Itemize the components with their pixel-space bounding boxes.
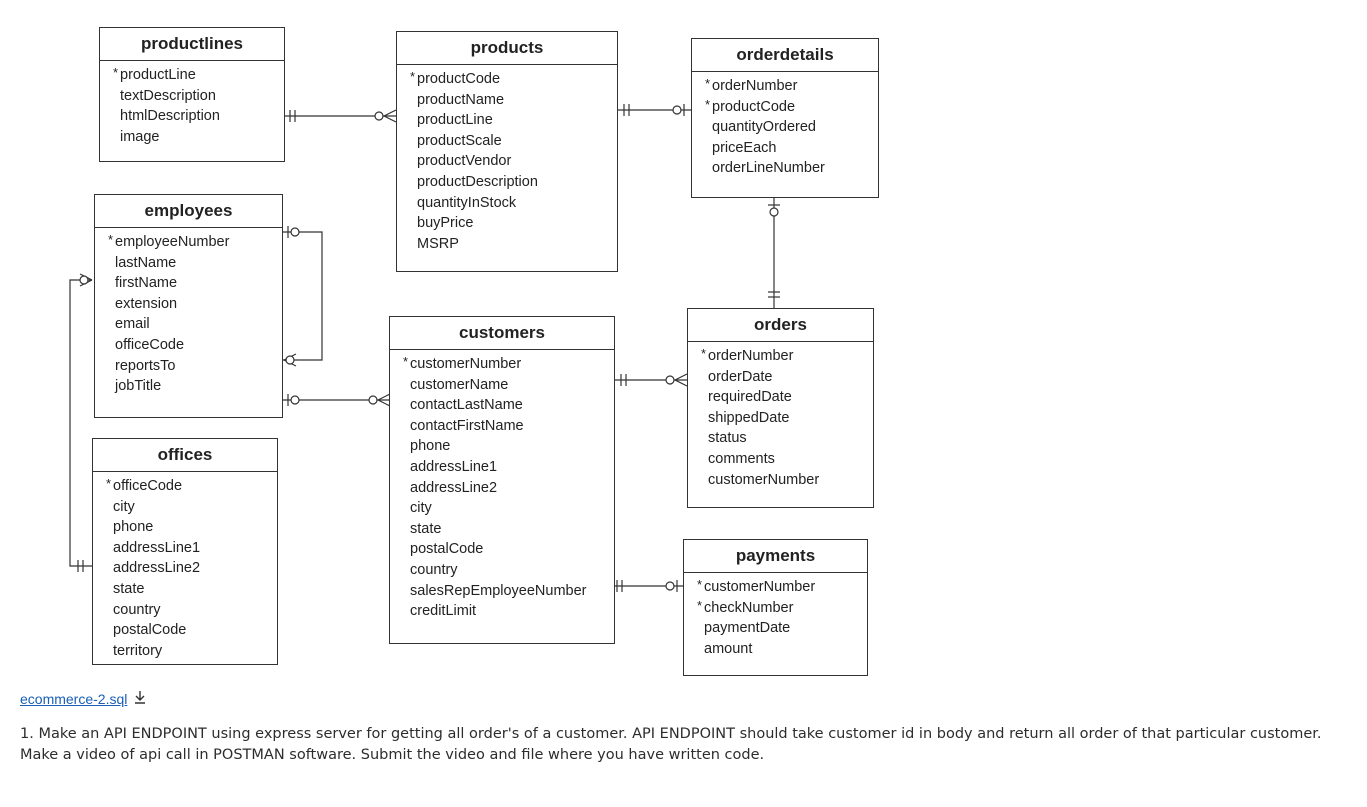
field: addressLine1: [410, 458, 498, 475]
pk-field: employeeNumber: [108, 230, 282, 253]
attachment-filename[interactable]: ecommerce-2.sql: [20, 690, 128, 707]
entity-title: customers: [390, 317, 614, 350]
field: customerName: [410, 376, 509, 393]
field: status: [708, 430, 747, 447]
field: postalCode: [113, 622, 187, 639]
field: postalCode: [410, 541, 484, 558]
entity-title: payments: [684, 540, 867, 573]
entity-title: orders: [688, 309, 873, 342]
pk-field: orderNumber: [701, 344, 873, 367]
field: creditLimit: [410, 603, 477, 620]
field: amount: [704, 640, 753, 657]
field: addressLine2: [113, 560, 201, 577]
entity-productlines: productlines productLine textDescription…: [99, 27, 285, 162]
pk-field: customerNumber: [697, 575, 867, 598]
field: lastName: [115, 254, 177, 271]
field: textDescription: [120, 87, 216, 104]
field: shippedDate: [708, 409, 790, 426]
field: requiredDate: [708, 389, 792, 406]
field-list: customerNumber checkNumber paymentDate a…: [684, 573, 867, 659]
field: productLine: [417, 112, 493, 129]
field: state: [113, 580, 145, 597]
attachment-link[interactable]: ecommerce-2.sql: [20, 690, 147, 707]
field: jobTitle: [115, 378, 162, 395]
field-list: productCode productName productLine prod…: [397, 65, 617, 254]
field: extension: [115, 295, 178, 312]
field: addressLine1: [113, 539, 201, 556]
field-list: productLine textDescription htmlDescript…: [100, 61, 284, 147]
field: productScale: [417, 132, 502, 149]
field: image: [120, 128, 160, 145]
entity-title: productlines: [100, 28, 284, 61]
download-icon[interactable]: [133, 690, 147, 707]
entity-employees: employees employeeNumber lastName firstN…: [94, 194, 283, 418]
field: comments: [708, 450, 775, 467]
field: country: [113, 601, 161, 618]
field: salesRepEmployeeNumber: [410, 582, 587, 599]
field-list: customerNumber customerName contactLastN…: [390, 350, 614, 622]
field: email: [115, 316, 150, 333]
entity-title: products: [397, 32, 617, 65]
pk-field: productCode: [705, 95, 878, 118]
entity-offices: offices officeCode city phone addressLin…: [92, 438, 278, 665]
field: paymentDate: [704, 620, 791, 637]
field-list: orderNumber orderDate requiredDate shipp…: [688, 342, 873, 490]
field-list: orderNumber productCode quantityOrdered …: [692, 72, 878, 179]
entity-payments: payments customerNumber checkNumber paym…: [683, 539, 868, 676]
field: addressLine2: [410, 479, 498, 496]
pk-field: customerNumber: [403, 352, 614, 375]
pk-field: productLine: [113, 63, 284, 86]
field: productDescription: [417, 173, 538, 190]
entity-customers: customers customerNumber customerName co…: [389, 316, 615, 644]
field: contactFirstName: [410, 417, 524, 434]
task-description: 1. Make an API ENDPOINT using express se…: [20, 726, 1322, 763]
field: htmlDescription: [120, 108, 220, 125]
field: orderDate: [708, 368, 773, 385]
field: state: [410, 520, 442, 537]
field: city: [113, 498, 135, 515]
pk-field: checkNumber: [697, 596, 867, 619]
field: phone: [410, 438, 451, 455]
field: productVendor: [417, 153, 512, 170]
field: reportsTo: [115, 357, 176, 374]
field: country: [410, 561, 458, 578]
field: customerNumber: [708, 471, 820, 488]
field: buyPrice: [417, 215, 474, 232]
entity-title: employees: [95, 195, 282, 228]
entity-title: orderdetails: [692, 39, 878, 72]
field: quantityInStock: [417, 194, 517, 211]
field: priceEach: [712, 139, 777, 156]
field-list: employeeNumber lastName firstName extens…: [95, 228, 282, 397]
pk-field: productCode: [410, 67, 617, 90]
pk-field: orderNumber: [705, 74, 878, 97]
entity-products: products productCode productName product…: [396, 31, 618, 272]
field: quantityOrdered: [712, 119, 816, 136]
field: city: [410, 500, 432, 517]
pk-field: officeCode: [106, 474, 277, 497]
field: contactLastName: [410, 397, 523, 414]
field: MSRP: [417, 235, 459, 252]
field: orderLineNumber: [712, 160, 825, 177]
field: firstName: [115, 275, 178, 292]
entity-orderdetails: orderdetails orderNumber productCode qua…: [691, 38, 879, 198]
entity-orders: orders orderNumber orderDate requiredDat…: [687, 308, 874, 508]
entity-title: offices: [93, 439, 277, 472]
field: productName: [417, 91, 505, 108]
field: phone: [113, 519, 154, 536]
field-list: officeCode city phone addressLine1 addre…: [93, 472, 277, 661]
field: officeCode: [115, 336, 185, 353]
field: territory: [113, 642, 163, 659]
